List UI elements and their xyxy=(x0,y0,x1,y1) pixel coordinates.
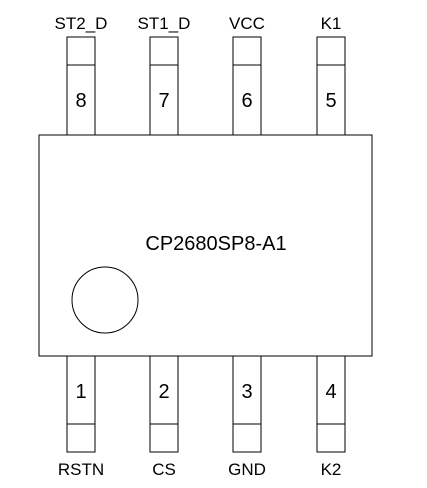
bottom-pin-4: 4 K2 xyxy=(316,355,346,479)
package-name: CP2680SP8-A1 xyxy=(145,233,286,255)
bottom-pin-2: 2 CS xyxy=(149,355,179,479)
pin-number-8: 8 xyxy=(75,90,86,112)
top-pin-5: K1 5 xyxy=(316,14,346,136)
top-pin-6: VCC 6 xyxy=(229,14,265,136)
pin-body xyxy=(316,36,346,136)
pin-body xyxy=(149,36,179,136)
pin-label-4: K2 xyxy=(321,460,342,479)
pin-label-8: ST2_D xyxy=(55,14,108,33)
pin-body xyxy=(232,36,262,136)
bottom-pin-1: 1 RSTN xyxy=(58,355,104,479)
pin-number-7: 7 xyxy=(158,90,169,112)
pin-number-3: 3 xyxy=(241,381,252,403)
pin-label-7: ST1_D xyxy=(138,14,191,33)
pin1-indicator-dot xyxy=(71,266,139,334)
bottom-pin-3: 3 GND xyxy=(228,355,266,479)
pin-number-4: 4 xyxy=(325,381,336,403)
pin-label-1: RSTN xyxy=(58,460,104,479)
pin-label-2: CS xyxy=(152,460,176,479)
pin-number-5: 5 xyxy=(325,90,336,112)
pin-number-2: 2 xyxy=(158,381,169,403)
pin-body xyxy=(66,36,96,136)
pin-number-1: 1 xyxy=(75,381,86,403)
pin-number-6: 6 xyxy=(241,90,252,112)
pin-body xyxy=(316,355,346,453)
top-pin-8: ST2_D 8 xyxy=(55,14,108,136)
pin-body xyxy=(149,355,179,453)
pin-label-3: GND xyxy=(228,460,266,479)
pin-label-6: VCC xyxy=(229,14,265,33)
pin-label-5: K1 xyxy=(321,14,342,33)
pin-body xyxy=(232,355,262,453)
top-pin-7: ST1_D 7 xyxy=(138,14,191,136)
pin-body xyxy=(66,355,96,453)
